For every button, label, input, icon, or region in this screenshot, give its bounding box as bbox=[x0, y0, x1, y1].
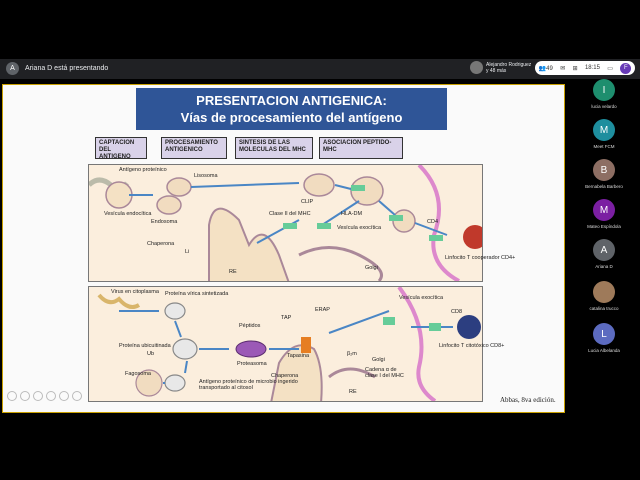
label-peptides: Péptidos bbox=[239, 323, 260, 329]
label-virus: Virus en citoplasma bbox=[111, 289, 159, 295]
participant-name: Lucia Albelanda bbox=[568, 348, 640, 353]
participant-tile[interactable]: L Lucia Albelanda bbox=[568, 323, 640, 353]
participant-name: Meet FCM bbox=[568, 144, 640, 149]
header-uptake: CAPTACION DEL ANTIGENO bbox=[95, 137, 147, 159]
participant-avatar bbox=[470, 61, 483, 74]
people-icon[interactable]: 👥49 bbox=[539, 65, 553, 72]
presenter-indicator: A Ariana D está presentando bbox=[6, 62, 108, 75]
label-antigen: Antígeno proteínico bbox=[119, 167, 167, 173]
label-ub: Ub bbox=[147, 351, 154, 357]
participant-avatar: L bbox=[593, 323, 615, 345]
label-golgi: Golgi bbox=[365, 265, 378, 271]
label-hla-dm: HLA-DM bbox=[341, 211, 362, 217]
label-cytotoxic-t-cell: Linfocito T citotóxico CD8+ bbox=[439, 343, 504, 349]
title-line1: PRESENTACION ANTIGENICA: bbox=[136, 93, 447, 108]
next-slide-icon[interactable] bbox=[20, 391, 30, 401]
class-ii-diagram bbox=[89, 165, 482, 281]
others-count: y 48 más bbox=[486, 68, 531, 74]
label-golgi-bottom: Golgi bbox=[372, 357, 385, 363]
participant-avatar: M bbox=[593, 119, 615, 141]
slide-credit: Abbas, 8va edición. bbox=[500, 396, 556, 404]
label-microbe-antigen: Antígeno proteínico de microbio ingerido… bbox=[199, 379, 309, 391]
activities-icon[interactable]: ⊞ bbox=[573, 65, 578, 72]
participant-count: 49 bbox=[546, 66, 553, 72]
label-lysosome: Lisosoma bbox=[194, 173, 218, 179]
label-tapasin: Tapasina bbox=[287, 353, 309, 359]
participant-tile[interactable]: catalina trucco bbox=[568, 281, 640, 311]
meeting-controls: 👥49 ✉ ⊞ 18:15 ▭ F bbox=[535, 61, 635, 75]
bottom-letterbox bbox=[0, 418, 640, 480]
participant-name: lucia velardo bbox=[568, 104, 640, 109]
label-beta2m: β₂m bbox=[347, 351, 357, 357]
slide-toolbar bbox=[7, 391, 82, 401]
self-avatar[interactable]: F bbox=[620, 63, 631, 74]
pen-icon[interactable] bbox=[33, 391, 43, 401]
participant-name: catalina trucco bbox=[568, 306, 640, 311]
label-phagosome: Fagosoma bbox=[125, 371, 151, 377]
participant-sidebar: I lucia velardo M Meet FCM B Bernabela B… bbox=[568, 79, 640, 359]
label-helper-t-cell: Linfocito T cooperador CD4+ bbox=[445, 255, 515, 261]
participant-tile[interactable]: B Bernabela Barbero bbox=[568, 159, 640, 189]
zoom-icon[interactable] bbox=[59, 391, 69, 401]
label-chaperone: Chaperona bbox=[147, 241, 174, 247]
participant-name: Mateo Espíndola bbox=[568, 224, 640, 229]
label-class-ii: Clase II del MHC bbox=[269, 211, 311, 217]
label-alpha-chain: Cadena α de clase I del MHC bbox=[365, 367, 409, 379]
prev-slide-icon[interactable] bbox=[7, 391, 17, 401]
presenter-label: Ariana D está presentando bbox=[25, 65, 108, 72]
participant-avatar: M bbox=[593, 199, 615, 221]
label-cd8: CD8 bbox=[451, 309, 462, 315]
others-name: Alejandro Rodriguez bbox=[486, 62, 531, 68]
presenter-avatar: A bbox=[6, 62, 19, 75]
label-tap: TAP bbox=[281, 315, 291, 321]
participant-name: Bernabela Barbero bbox=[568, 184, 640, 189]
participant-tile[interactable]: I lucia velardo bbox=[568, 79, 640, 109]
label-endocytic-vesicle: Vesícula endocítica bbox=[104, 211, 151, 217]
participant-tile[interactable]: M Mateo Espíndola bbox=[568, 199, 640, 229]
label-clip: CLIP bbox=[301, 199, 313, 205]
label-ubiquitinated-protein: Proteína ubicuitinada bbox=[119, 343, 171, 349]
label-chaperone-bottom: Chaperona bbox=[271, 373, 298, 379]
label-exocytic-vesicle-bottom: Vesícula exocítica bbox=[399, 295, 443, 301]
label-exocytic-vesicle: Vesícula exocítica bbox=[337, 225, 381, 231]
participant-tile[interactable]: M Meet FCM bbox=[568, 119, 640, 149]
clock-time: 18:15 bbox=[585, 65, 600, 71]
participant-name: Ariana D bbox=[568, 264, 640, 269]
label-re: RE bbox=[229, 269, 237, 275]
participant-avatar: B bbox=[593, 159, 615, 181]
participant-avatar: I bbox=[593, 79, 615, 101]
presented-slide: PRESENTACION ANTIGENICA: Vías de procesa… bbox=[2, 84, 565, 413]
slide-title: PRESENTACION ANTIGENICA: Vías de procesa… bbox=[136, 88, 447, 130]
participant-tile[interactable]: A Ariana D bbox=[568, 239, 640, 269]
label-cd4: CD4 bbox=[427, 219, 438, 225]
header-association: ASOCIACION PEPTIDO-MHC bbox=[319, 137, 403, 159]
title-line2: Vías de procesamiento del antígeno bbox=[136, 110, 447, 125]
label-proteasome: Proteasoma bbox=[237, 361, 267, 367]
participant-avatar bbox=[593, 281, 615, 303]
slides-grid-icon[interactable] bbox=[46, 391, 56, 401]
chat-icon[interactable]: ✉ bbox=[560, 65, 565, 72]
header-processing: PROCESAMIENTO ANTIGENICO bbox=[161, 137, 227, 159]
more-icon[interactable] bbox=[72, 391, 82, 401]
label-li: Li bbox=[185, 249, 189, 255]
label-re-bottom: RE bbox=[349, 389, 357, 395]
participant-avatar: A bbox=[593, 239, 615, 261]
window-icon[interactable]: ▭ bbox=[607, 65, 613, 72]
label-viral-protein: Proteína vírica sintetizada bbox=[165, 291, 228, 297]
label-erap: ERAP bbox=[315, 307, 330, 313]
header-mhc-synthesis: SINTESIS DE LAS MOLECULAS DEL MHC bbox=[235, 137, 313, 159]
mhc-class-i-pathway: Virus en citoplasma Proteína vírica sint… bbox=[88, 286, 483, 402]
mhc-class-ii-pathway: Antígeno proteínico Vesícula endocítica … bbox=[88, 164, 483, 282]
label-endosome: Endosoma bbox=[151, 219, 177, 225]
